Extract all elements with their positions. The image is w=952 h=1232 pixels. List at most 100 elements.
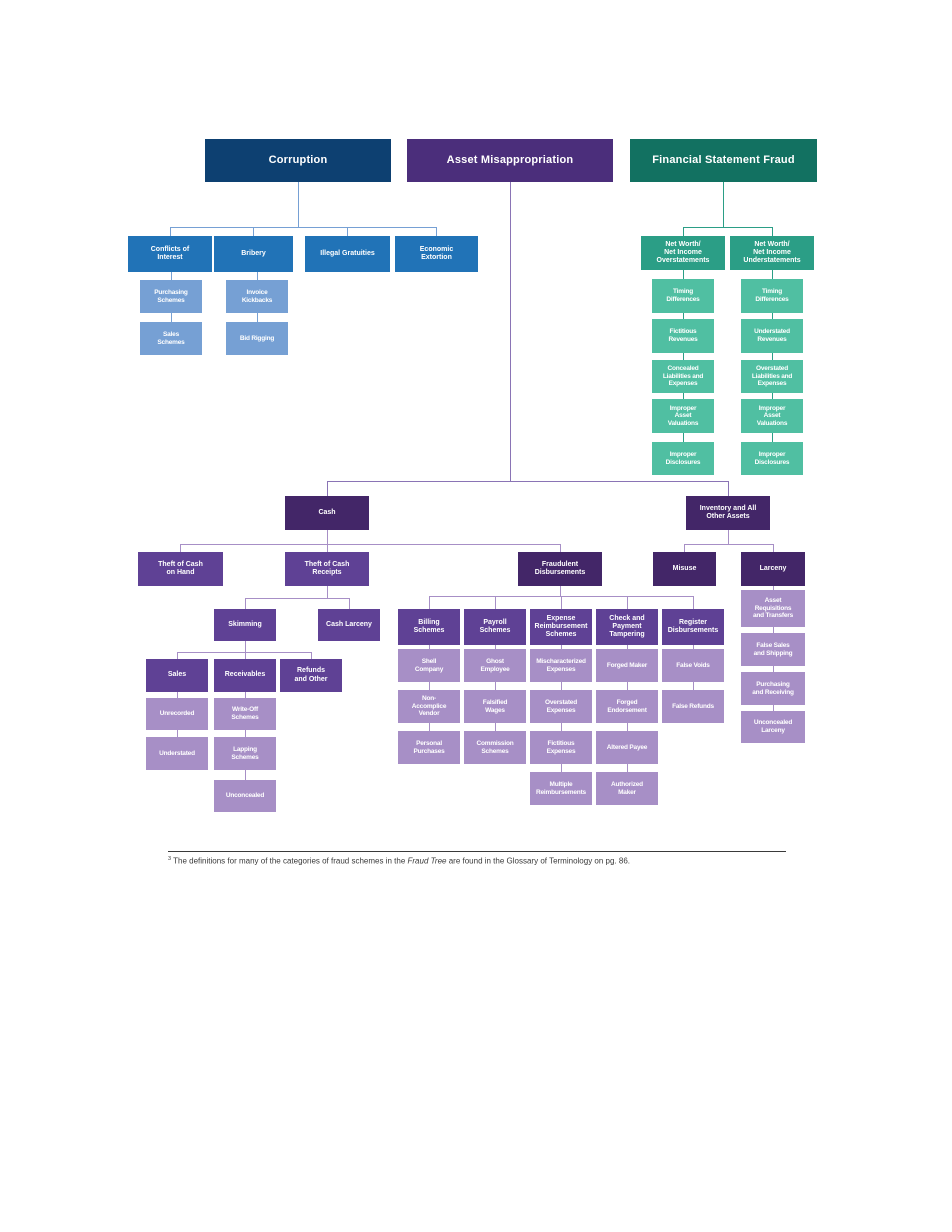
connector-line bbox=[177, 652, 178, 659]
footnote-italic: Fraud Tree bbox=[407, 856, 447, 866]
connector-line bbox=[728, 481, 729, 496]
connector-line bbox=[627, 596, 628, 609]
node-improper-asset-valuations-over: Improper Asset Valuations bbox=[652, 399, 714, 433]
connector-line bbox=[683, 270, 684, 279]
node-false-refunds: False Refunds bbox=[662, 690, 724, 723]
node-improper-disclosures-over: Improper Disclosures bbox=[652, 442, 714, 475]
node-net-worth-understatements: Net Worth/ Net Income Understatements bbox=[730, 236, 814, 270]
connector-line bbox=[773, 586, 774, 590]
connector-line bbox=[170, 227, 437, 228]
connector-line bbox=[693, 596, 694, 609]
node-asset-requisitions-transfers: Asset Requisitions and Transfers bbox=[741, 590, 805, 627]
connector-line bbox=[311, 652, 312, 659]
node-timing-differences-over: Timing Differences bbox=[652, 279, 714, 313]
node-inventory-other-assets: Inventory and All Other Assets bbox=[686, 496, 770, 530]
footnote-marker: 3 bbox=[168, 856, 172, 862]
node-write-off-schemes: Write-Off Schemes bbox=[214, 698, 276, 730]
connector-line bbox=[347, 227, 348, 236]
node-fictitious-revenues: Fictitious Revenues bbox=[652, 319, 714, 353]
node-purchasing-receiving: Purchasing and Receiving bbox=[741, 672, 805, 705]
connector-line bbox=[683, 353, 684, 360]
node-sales: Sales bbox=[146, 659, 208, 692]
node-skimming: Skimming bbox=[214, 609, 276, 641]
node-payroll-schemes: Payroll Schemes bbox=[464, 609, 526, 645]
footnote-text: are found in the Glossary of Terminology… bbox=[446, 856, 630, 866]
node-refunds-and-other: Refunds and Other bbox=[280, 659, 342, 692]
node-bribery: Bribery bbox=[214, 236, 293, 272]
footnote-text: The definitions for many of the categori… bbox=[171, 856, 408, 866]
connector-line bbox=[429, 645, 430, 649]
node-ghost-employee: Ghost Employee bbox=[464, 649, 526, 682]
node-false-voids: False Voids bbox=[662, 649, 724, 682]
connector-line bbox=[627, 764, 628, 772]
connector-line bbox=[561, 682, 562, 690]
connector-line bbox=[170, 227, 171, 236]
node-receivables: Receivables bbox=[214, 659, 276, 692]
node-billing-schemes: Billing Schemes bbox=[398, 609, 460, 645]
node-understated-revenues: Understated Revenues bbox=[741, 319, 803, 353]
connector-line bbox=[245, 598, 246, 609]
connector-line bbox=[561, 723, 562, 731]
node-larceny: Larceny bbox=[741, 552, 805, 586]
node-cash: Cash bbox=[285, 496, 369, 530]
footnote: 3 The definitions for many of the catego… bbox=[168, 856, 808, 866]
connector-line bbox=[180, 544, 560, 545]
connector-line bbox=[772, 313, 773, 319]
node-falsified-wages: Falsified Wages bbox=[464, 690, 526, 723]
connector-line bbox=[245, 641, 246, 652]
node-misuse: Misuse bbox=[653, 552, 716, 586]
connector-line bbox=[561, 596, 562, 609]
node-concealed-liabilities-expenses: Concealed Liabilities and Expenses bbox=[652, 360, 714, 393]
connector-line bbox=[327, 481, 728, 482]
connector-line bbox=[298, 182, 299, 227]
connector-line bbox=[772, 353, 773, 360]
node-timing-differences-under: Timing Differences bbox=[741, 279, 803, 313]
connector-line bbox=[683, 227, 684, 236]
footnote-divider bbox=[168, 851, 786, 852]
node-economic-extortion: Economic Extortion bbox=[395, 236, 478, 272]
connector-line bbox=[693, 645, 694, 649]
connector-line bbox=[436, 227, 437, 236]
connector-line bbox=[627, 645, 628, 649]
node-forged-maker: Forged Maker bbox=[596, 649, 658, 682]
connector-line bbox=[561, 764, 562, 772]
connector-line bbox=[728, 530, 729, 544]
connector-line bbox=[561, 645, 562, 649]
node-net-worth-overstatements: Net Worth/ Net Income Overstatements bbox=[641, 236, 725, 270]
connector-line bbox=[177, 730, 178, 737]
node-check-payment-tampering: Check and Payment Tampering bbox=[596, 609, 658, 645]
connector-line bbox=[495, 682, 496, 690]
connector-line bbox=[245, 692, 246, 698]
node-purchasing-schemes: Purchasing Schemes bbox=[140, 280, 202, 313]
node-asset-misappropriation: Asset Misappropriation bbox=[407, 139, 613, 182]
node-expense-reimbursement-schemes: Expense Reimbursement Schemes bbox=[530, 609, 592, 645]
connector-line bbox=[773, 544, 774, 552]
node-mischaracterized-expenses: Mischaracterized Expenses bbox=[530, 649, 592, 682]
connector-line bbox=[772, 433, 773, 442]
node-unrecorded: Unrecorded bbox=[146, 698, 208, 730]
connector-line bbox=[773, 703, 774, 711]
connector-line bbox=[257, 272, 258, 280]
connector-line bbox=[723, 182, 724, 227]
node-commission-schemes: Commission Schemes bbox=[464, 731, 526, 764]
node-overstated-liabilities-expenses: Overstated Liabilities and Expenses bbox=[741, 360, 803, 393]
connector-line bbox=[510, 182, 511, 481]
connector-line bbox=[683, 313, 684, 319]
connector-line bbox=[693, 682, 694, 690]
node-overstated-expenses: Overstated Expenses bbox=[530, 690, 592, 723]
connector-line bbox=[772, 227, 773, 236]
connector-line bbox=[495, 645, 496, 649]
connector-line bbox=[349, 598, 350, 609]
node-understated: Understated bbox=[146, 737, 208, 770]
node-forged-endorsement: Forged Endorsement bbox=[596, 690, 658, 723]
connector-line bbox=[627, 682, 628, 690]
connector-line bbox=[495, 596, 496, 609]
node-altered-payee: Altered Payee bbox=[596, 731, 658, 764]
connector-line bbox=[257, 313, 258, 322]
connector-line bbox=[327, 481, 328, 496]
connector-line bbox=[171, 272, 172, 280]
connector-line bbox=[773, 664, 774, 672]
node-improper-asset-valuations-under: Improper Asset Valuations bbox=[741, 399, 803, 433]
node-false-sales-shipping: False Sales and Shipping bbox=[741, 633, 805, 666]
connector-line bbox=[560, 586, 561, 596]
